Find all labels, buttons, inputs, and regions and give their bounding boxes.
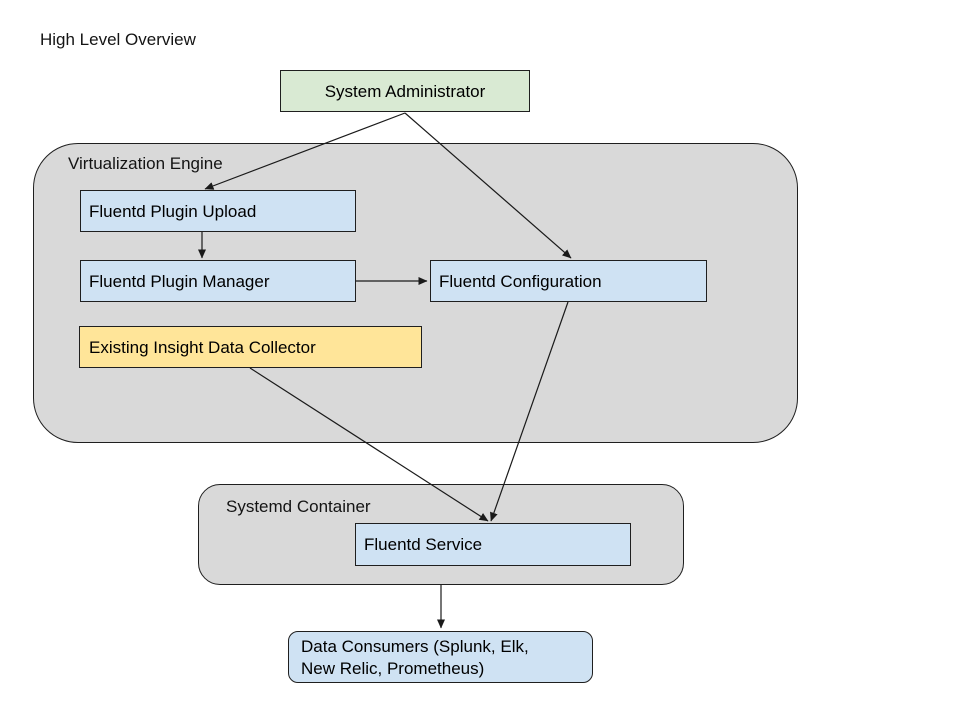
node-fluentd-plugin-upload: Fluentd Plugin Upload: [80, 190, 356, 232]
node-fluentd-plugin-manager: Fluentd Plugin Manager: [80, 260, 356, 302]
container-systemd-container-label: Systemd Container: [226, 497, 371, 516]
node-system-administrator: System Administrator: [280, 70, 530, 112]
node-existing-insight-data-collector: Existing Insight Data Collector: [79, 326, 422, 368]
node-fluentd-service: Fluentd Service: [355, 523, 631, 566]
container-virtualization-engine-label: Virtualization Engine: [68, 154, 223, 173]
node-data-consumers-line1: Data Consumers (Splunk, Elk,: [301, 637, 529, 656]
node-fluentd-configuration: Fluentd Configuration: [430, 260, 707, 302]
node-data-consumers-line2: New Relic, Prometheus): [301, 659, 485, 678]
page-title: High Level Overview: [40, 30, 196, 49]
node-data-consumers: Data Consumers (Splunk, Elk, New Relic, …: [288, 631, 593, 683]
